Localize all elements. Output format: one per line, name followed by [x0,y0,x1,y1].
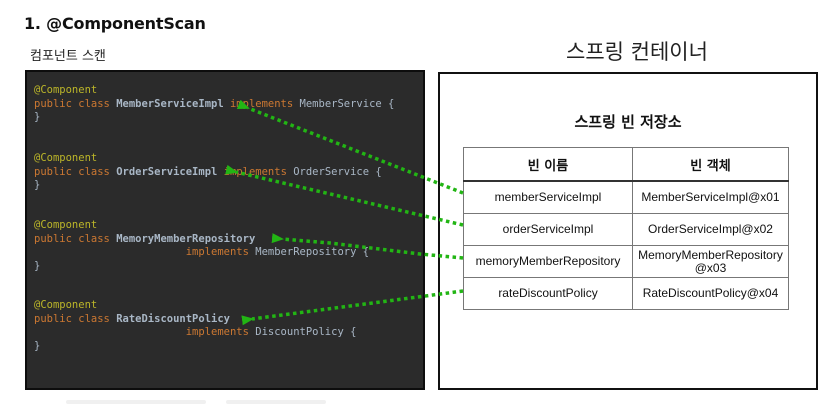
bean-repository-title: 스프링 빈 저장소 [574,113,682,131]
closing-brace: } [34,179,41,191]
bean-object-cell: OrderServiceImpl@x02 [632,213,789,246]
bottom-tab-stub [66,400,206,404]
keyword: public class [34,165,117,178]
bean-name-cell: rateDiscountPolicy [463,277,633,310]
class-name: MemoryMemberRepository [116,232,256,245]
code-class-block: @Component public class MemoryMemberRepo… [34,219,369,273]
interface-name: DiscountPolicy { [255,326,357,338]
table-row: memberServiceImpl MemberServiceImpl@x01 [463,180,789,214]
table-row: memoryMemberRepository MemoryMemberRepos… [463,245,789,278]
table-row: rateDiscountPolicy RateDiscountPolicy@x0… [463,277,789,310]
interface-name: OrderService { [293,165,382,178]
bottom-tab-stub [226,400,326,404]
closing-brace: } [34,111,41,123]
table-header-row: 빈 이름 빈 객체 [463,147,789,182]
bean-object-cell: MemberServiceImpl@x01 [632,180,789,214]
bean-object-cell: MemoryMemberRepository @x03 [632,245,789,278]
class-name: MemberServiceImpl [116,97,224,110]
keyword: public class [34,312,117,325]
annotation: @Component [34,152,98,164]
arrow-member-service [236,99,464,195]
bean-table: 빈 이름 빈 객체 memberServiceImpl MemberServic… [463,147,789,310]
keyword: public class [34,97,117,110]
arrow-rate-discount-policy [241,289,464,326]
code-class-block: @Component public class RateDiscountPoli… [34,299,356,353]
implements-keyword: implements [185,326,249,338]
header-bean-name: 빈 이름 [463,147,633,182]
implements-keyword: implements [223,165,287,178]
code-panel: @Component public class MemberServiceImp… [25,70,425,390]
interface-name: MemberRepository { [255,246,370,258]
section-subheading: 컴포넌트 스캔 [30,49,106,64]
section-heading: 1. @ComponentScan [24,14,206,33]
code-class-block: @Component public class MemberServiceImp… [34,84,394,125]
header-bean-object: 빈 객체 [632,147,789,182]
interface-name: MemberService { [299,97,395,110]
annotation: @Component [34,299,98,311]
closing-brace: } [34,339,41,352]
annotation: @Component [34,219,98,231]
implements-keyword: implements [185,246,249,258]
spring-container-title: 스프링 컨테이너 [566,40,708,64]
bean-object-cell: RateDiscountPolicy@x04 [632,277,789,310]
annotation: @Component [34,84,98,96]
class-name: OrderServiceImpl [116,165,218,178]
class-name: RateDiscountPolicy [116,312,230,325]
closing-brace: } [34,259,41,272]
arrow-memory-member-repository [271,233,464,260]
code-class-block: @Component public class OrderServiceImpl… [34,152,382,193]
keyword: public class [34,232,117,245]
